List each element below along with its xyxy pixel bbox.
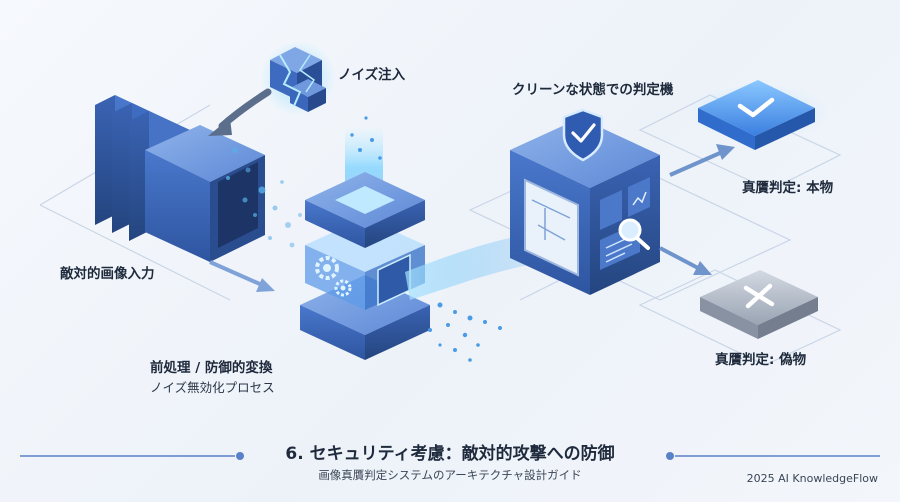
classifier-cube — [510, 108, 660, 295]
preprocess-title-label: 前処理 / 防御的変換 — [150, 360, 273, 376]
noise-particles — [226, 147, 302, 248]
gear-icon — [315, 256, 352, 297]
input-box-top — [145, 125, 265, 182]
noise-injection-label: ノイズ注入 — [338, 67, 406, 83]
preprocess-sub-label: ノイズ無効化プロセス — [150, 380, 275, 395]
input-box-front — [145, 150, 210, 262]
magnifier-icon — [618, 218, 650, 250]
adversarial-image-stack — [95, 95, 265, 262]
fake-verdict-tile — [700, 270, 818, 339]
adversarial-input-label: 敵対的画像入力 — [60, 266, 155, 282]
noise-injection-block — [260, 40, 336, 116]
to-fake-arrow — [659, 246, 712, 275]
clean-classifier-label: クリーンな状態での判定機 — [512, 82, 674, 98]
preprocess-tower — [300, 125, 430, 360]
noise-arrow — [208, 88, 272, 136]
check-icon — [737, 97, 775, 118]
copyright-text: 2025 AI KnowledgeFlow — [746, 472, 878, 485]
cross-icon — [743, 283, 775, 309]
shield-check-icon — [562, 108, 604, 162]
to-genuine-arrow — [669, 144, 735, 177]
input-box-screen — [218, 162, 258, 248]
genuine-verdict-label: 真贋判定: 本物 — [742, 180, 834, 196]
page-subtitle: 画像真贋判定システムのアーキテクチャ設計ガイド — [318, 468, 582, 482]
input-to-preprocess-arrow — [209, 260, 275, 292]
fake-verdict-label: 真贋判定: 偽物 — [715, 352, 807, 368]
genuine-verdict-tile — [688, 80, 828, 150]
page-title: 6. セキュリティ考慮：敵対的攻撃への防御 — [285, 444, 615, 464]
title-divider — [20, 452, 880, 460]
